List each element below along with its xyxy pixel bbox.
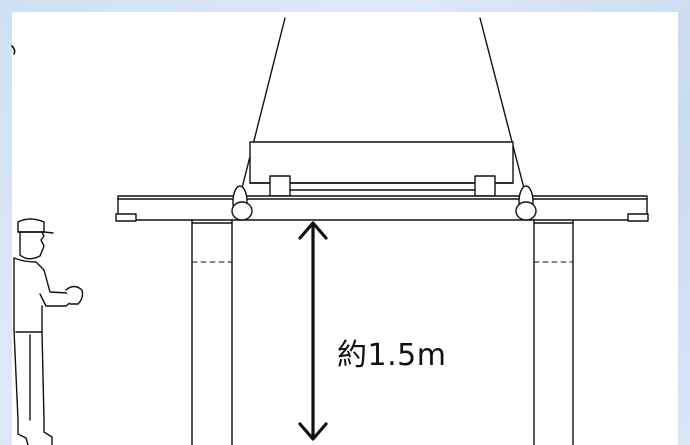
right-support-column	[533, 219, 574, 445]
left-sling-rope	[239, 17, 286, 197]
right-shackle	[515, 185, 537, 221]
drawing-sheet	[12, 12, 678, 445]
right-sling-rope	[479, 17, 527, 197]
beam	[115, 195, 649, 222]
left-support-column	[191, 219, 233, 445]
height-dimension-arrow	[298, 221, 328, 441]
load-right-block	[474, 175, 496, 197]
margin-mark	[11, 45, 16, 55]
worker-figure	[13, 218, 84, 445]
suspended-load	[249, 141, 514, 197]
beam-left-bracket	[115, 213, 137, 222]
left-shackle	[231, 185, 253, 221]
height-dimension-label: 約1.5m	[337, 338, 447, 373]
load-left-block	[269, 175, 291, 197]
beam-right-bracket	[627, 213, 649, 222]
